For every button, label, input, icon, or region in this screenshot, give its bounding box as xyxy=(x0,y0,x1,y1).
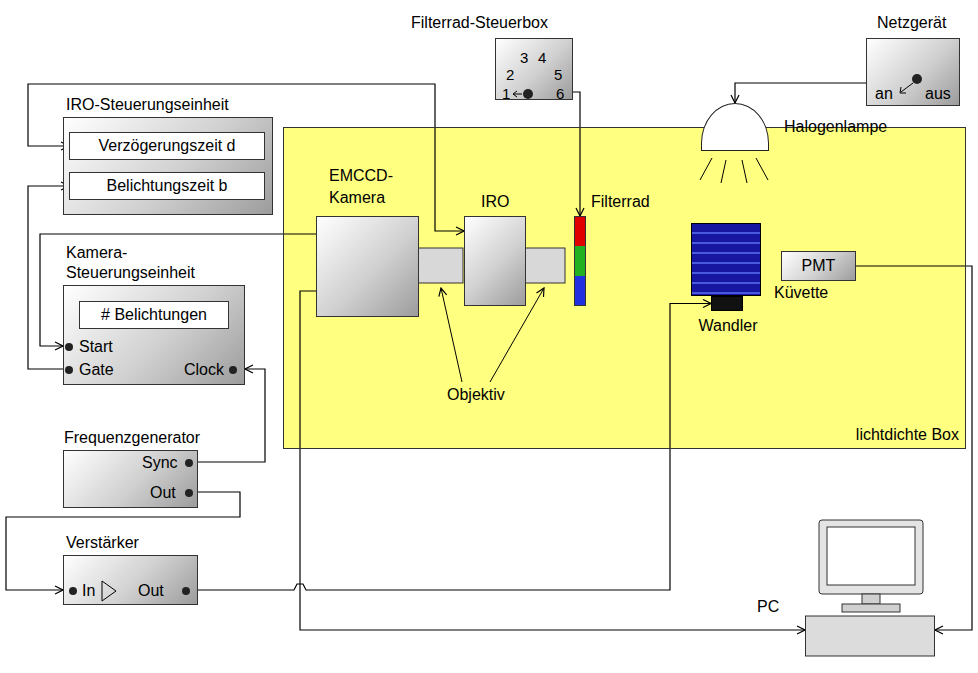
pin-label: Start xyxy=(79,338,113,356)
power-supply: Netzgerätanaus xyxy=(866,38,960,106)
callout-label: Objektiv xyxy=(447,386,505,404)
symbol-part xyxy=(827,527,915,585)
terminal-dot xyxy=(229,366,237,374)
pin-label: Out xyxy=(150,484,176,502)
symbol-part xyxy=(102,581,116,601)
box-label: PMT xyxy=(802,257,836,275)
box-fill xyxy=(283,127,966,449)
function-generator: FrequenzgeneratorSyncOut xyxy=(63,450,198,508)
terminal-dot xyxy=(69,587,77,595)
amplifier: VerstärkerInOut xyxy=(63,555,198,605)
part-label: EMCCD- Kamera xyxy=(329,165,419,209)
setting-field: Belichtungszeit b xyxy=(69,172,265,200)
pin-label: Gate xyxy=(79,361,114,379)
terminal-dot xyxy=(523,89,533,99)
box-heading: Netzgerät xyxy=(877,14,946,32)
signal-wire xyxy=(198,304,711,591)
photomultiplier: PMT xyxy=(781,251,856,281)
light-ray xyxy=(742,160,747,183)
box-heading: IRO-Steuerungseinheit xyxy=(66,96,229,114)
light-ray xyxy=(756,158,768,180)
camera-control-unit: Kamera- SteuerungseinheitStartGateClock#… xyxy=(63,285,245,385)
box-label: 2 xyxy=(506,66,514,84)
terminal-dot xyxy=(65,366,73,374)
cuvette: Küvette xyxy=(691,223,761,296)
part-label: IRO xyxy=(481,193,509,211)
terminal-dot xyxy=(182,587,190,595)
box-label: Verzögerungszeit d xyxy=(99,137,236,155)
box-label: # Belichtungen xyxy=(101,306,207,324)
symbol-part xyxy=(862,594,880,604)
box-label: 1 xyxy=(502,85,510,103)
box-label: 5 xyxy=(554,66,562,84)
part-label: Halogenlampe xyxy=(784,118,887,136)
box-label: Belichtungszeit b xyxy=(107,177,228,195)
signal-wire xyxy=(573,92,580,216)
pin-label: Out xyxy=(138,582,164,600)
symbol-part xyxy=(901,83,913,92)
symbol-part xyxy=(514,94,522,95)
setting-field: # Belichtungen xyxy=(79,301,229,329)
box-heading: Filterrad-Steuerbox xyxy=(411,14,548,32)
lens xyxy=(418,248,463,283)
camera: EMCCD- Kamera xyxy=(316,216,419,317)
control-box: Filterrad-Steuerbox123456 xyxy=(495,38,573,100)
part-label: PC xyxy=(757,598,779,616)
symbol-part xyxy=(900,87,906,93)
lighttight-box: lichtdichte BoxEMCCD- KameraIROFilterrad… xyxy=(283,127,966,449)
terminal-dot xyxy=(912,74,922,84)
signal-wire xyxy=(735,83,866,103)
computer: PC xyxy=(805,520,935,658)
symbol-part xyxy=(819,520,923,594)
part-label: Wandler xyxy=(690,317,766,335)
pin-label: Sync xyxy=(142,454,178,472)
halogen-lamp: Halogenlampe xyxy=(701,103,769,151)
symbol-part xyxy=(513,91,517,97)
control-unit: IRO-SteuerungseinheitVerzögerungszeit dB… xyxy=(63,117,273,215)
light-ray xyxy=(700,158,712,180)
box-heading: Frequenzgenerator xyxy=(64,429,200,447)
image-intensifier: IRO xyxy=(464,216,526,306)
lens xyxy=(525,248,565,283)
box-label: 6 xyxy=(556,85,564,103)
region-label: lichtdichte Box xyxy=(856,426,959,444)
symbol-part xyxy=(806,616,935,656)
symbol-part xyxy=(842,604,900,612)
box-label: 4 xyxy=(538,49,546,67)
pin-label: Clock xyxy=(184,361,224,379)
terminal-dot xyxy=(185,459,193,467)
signal-wire xyxy=(28,84,464,231)
symbol xyxy=(805,520,935,658)
light-ray xyxy=(721,160,726,183)
box-label: 3 xyxy=(520,49,528,67)
box-heading: Verstärker xyxy=(66,534,139,552)
box-label: aus xyxy=(925,85,951,103)
leader-line xyxy=(441,288,462,382)
part-label: Küvette xyxy=(774,284,828,302)
box-label: an xyxy=(875,85,893,103)
pin-label: In xyxy=(82,582,95,600)
filter-wheel: Filterrad xyxy=(574,216,586,306)
terminal-dot xyxy=(185,489,193,497)
symbol xyxy=(64,451,199,509)
signal-wire xyxy=(300,291,805,630)
terminal-dot xyxy=(65,343,73,351)
box-heading: Kamera- Steuerungseinheit xyxy=(66,243,216,283)
setting-field: Verzögerungszeit d xyxy=(69,132,265,160)
transducer: Wandler xyxy=(711,296,743,311)
part-label: Filterrad xyxy=(591,193,650,211)
